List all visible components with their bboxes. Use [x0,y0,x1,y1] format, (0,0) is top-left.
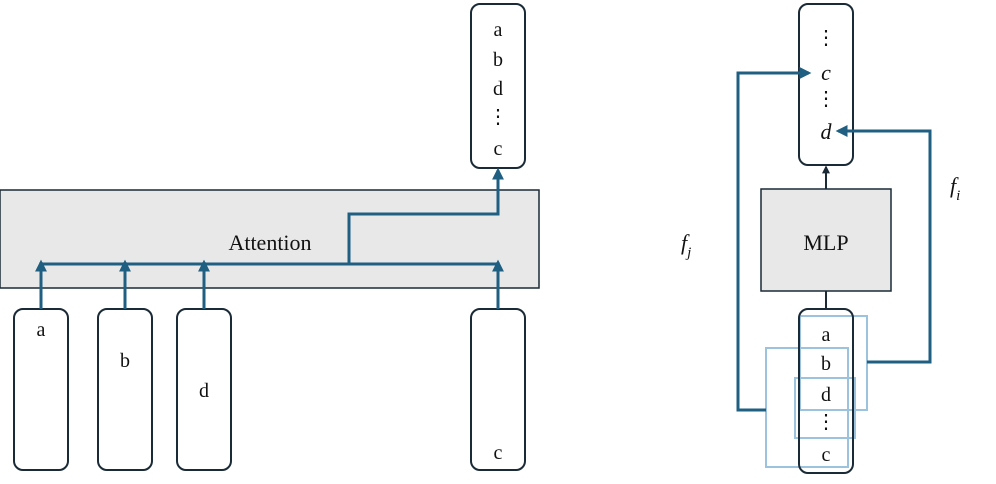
f-i-label: fi [950,173,960,204]
left-input-token-b: b [120,350,130,372]
right-input-token: b [821,353,831,375]
f-i-sub: i [956,188,960,204]
left-input-token-a: a [37,319,46,341]
f-j-base: f [681,230,690,255]
right-output-token: ⋮ [816,88,836,110]
right-output-token: d [821,119,833,144]
right-input-token: c [822,444,831,466]
f-j-sub: j [685,245,691,261]
left-output-token: ⋮ [488,106,508,128]
right-input-token: a [822,324,831,346]
right-input-column [798,308,854,474]
right-output-token: c [821,60,831,85]
attention-label: Attention [228,230,311,255]
left-output-token: b [493,49,503,71]
right-input-token: d [821,384,831,406]
left-output-token: d [493,78,503,100]
right-panel: ⋮ c ⋮ d MLP a b d ⋮ c fj fi [681,3,960,474]
left-panel: Attention a b d ⋮ c a b d c [0,3,540,471]
left-input-token-d: d [199,380,209,402]
window-f-j [765,347,849,468]
attention-block [0,189,540,289]
right-output-token: ⋮ [816,27,836,49]
left-input-column-b [97,308,153,471]
window-middle [794,377,856,439]
attention-route [347,167,504,264]
right-input-token: ⋮ [816,411,836,433]
left-output-token: a [494,19,503,41]
window-f-i [799,315,868,411]
f-j-label: fj [681,230,691,261]
f-i-base: f [950,173,959,198]
f-j-arrow [736,67,812,412]
mlp-label: MLP [803,230,848,255]
f-i-arrow [835,125,932,364]
left-input-token-c: c [494,442,503,464]
right-output-column [798,3,854,166]
left-output-token: c [494,138,503,160]
